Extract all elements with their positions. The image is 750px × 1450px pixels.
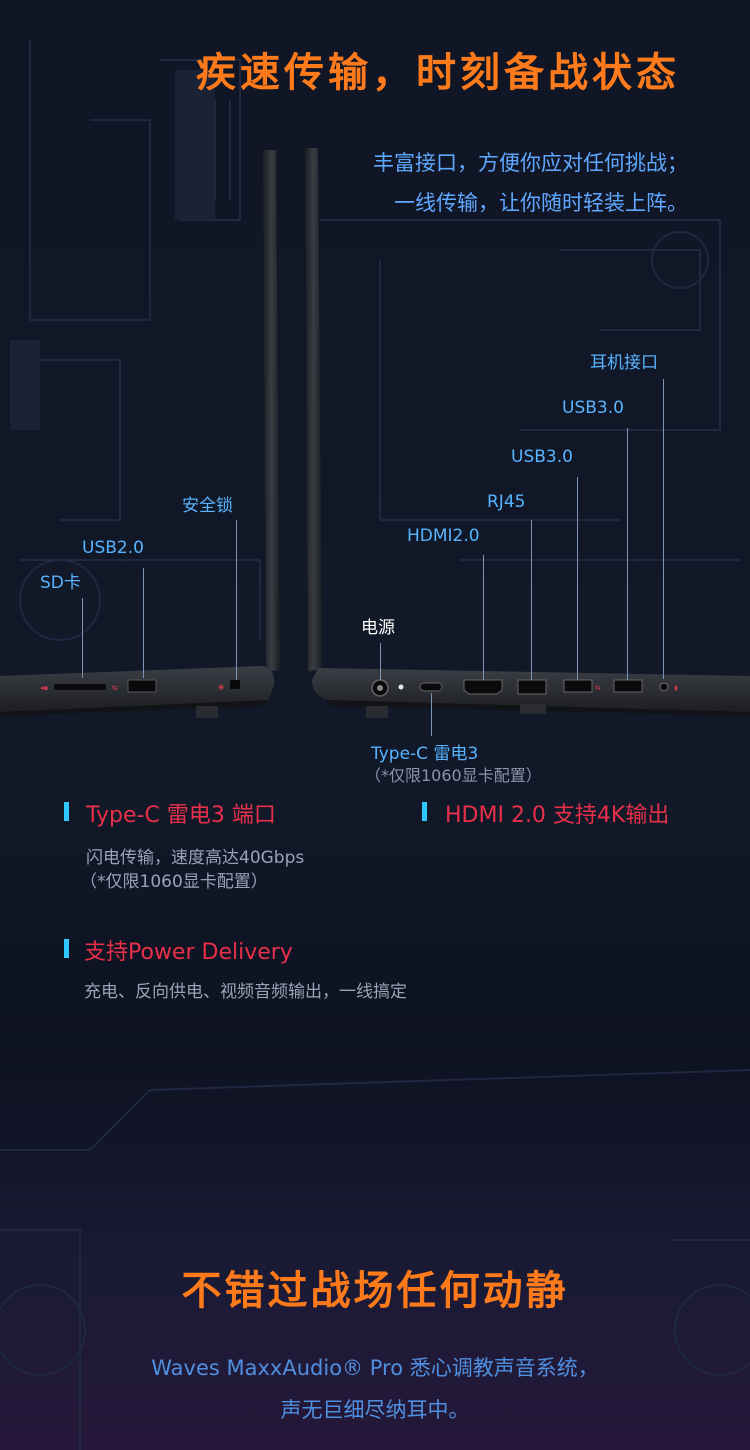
leader-lock <box>236 520 237 680</box>
feature-1-bar <box>64 802 69 821</box>
typec-port <box>419 682 443 692</box>
label-hdmi: HDMI2.0 <box>407 526 480 546</box>
leader-rj45 <box>531 520 532 680</box>
feature-3-title: 支持Power Delivery <box>84 940 293 965</box>
label-usb30-a: USB3.0 <box>511 447 573 467</box>
right-laptop: ⇆ ◖ <box>305 148 750 718</box>
label-usb20: USB2.0 <box>82 538 144 558</box>
label-typec-note: （*仅限1060显卡配置） <box>365 766 542 785</box>
headphone-jack <box>659 682 669 692</box>
feature-1-desc-line-2: （*仅限1060显卡配置） <box>80 872 268 892</box>
ports-intro-line-1: 丰富接口，方便你应对任何挑战； <box>373 151 688 175</box>
ports-intro: 丰富接口，方便你应对任何挑战； 一线传输，让你随时轻装上阵。 <box>373 143 688 223</box>
feature-1-title: Type-C 雷电3 端口 <box>86 803 276 828</box>
leader-headphone <box>663 379 664 679</box>
svg-text:◉: ◉ <box>218 683 224 691</box>
label-rj45: RJ45 <box>487 492 526 512</box>
feature-2-bar <box>422 802 427 821</box>
leader-usb20 <box>143 568 144 678</box>
feature-2-title: HDMI 2.0 支持4K输出 <box>445 803 670 828</box>
feature-1-desc-line-1: 闪电传输，速度高达40Gbps <box>86 848 305 868</box>
hdmi-port <box>463 679 503 695</box>
feature-3-bar <box>64 939 69 958</box>
leader-typec <box>431 693 432 736</box>
label-headphone: 耳机接口 <box>590 353 658 373</box>
leader-usb30-a <box>577 477 578 680</box>
usb20-port <box>127 679 157 693</box>
leader-hdmi <box>483 555 484 680</box>
label-sd-card: SD卡 <box>40 573 81 593</box>
svg-text:⇆: ⇆ <box>112 684 118 692</box>
svg-text:◖: ◖ <box>674 684 678 692</box>
audio-desc-line-2: 声无巨细尽纳耳中。 <box>280 1398 470 1422</box>
feature-3-desc: 充电、反向供电、视频音频输出，一线搞定 <box>84 982 407 1002</box>
ports-intro-line-2: 一线传输，让你随时轻装上阵。 <box>394 191 688 215</box>
usb30-port-b <box>613 679 643 693</box>
laptop-side-views: ◂▪ ⇆ ◉ ⇆ ◖ <box>0 148 750 718</box>
svg-text:◂▪: ◂▪ <box>40 684 49 692</box>
label-power: 电源 <box>361 618 395 638</box>
leader-power <box>380 643 381 680</box>
left-laptop: ◂▪ ⇆ ◉ <box>0 150 280 718</box>
label-security-lock: 安全锁 <box>182 496 233 516</box>
usb30-port-a <box>563 679 593 693</box>
security-lock-slot <box>230 680 240 689</box>
audio-headline: 不错过战场任何动静 <box>181 1268 569 1314</box>
sd-card-slot <box>54 684 106 690</box>
audio-desc-line-1: Waves MaxxAudio® Pro 悉心调教声音系统， <box>151 1356 599 1380</box>
leader-usb30-b <box>627 428 628 680</box>
label-typec: Type-C 雷电3 <box>371 744 479 764</box>
rj45-port <box>517 679 547 695</box>
leader-sd <box>82 598 83 678</box>
ports-headline: 疾速传输，时刻备战状态 <box>196 50 680 96</box>
label-usb30-b: USB3.0 <box>562 398 624 418</box>
svg-text:⇆: ⇆ <box>595 684 601 692</box>
